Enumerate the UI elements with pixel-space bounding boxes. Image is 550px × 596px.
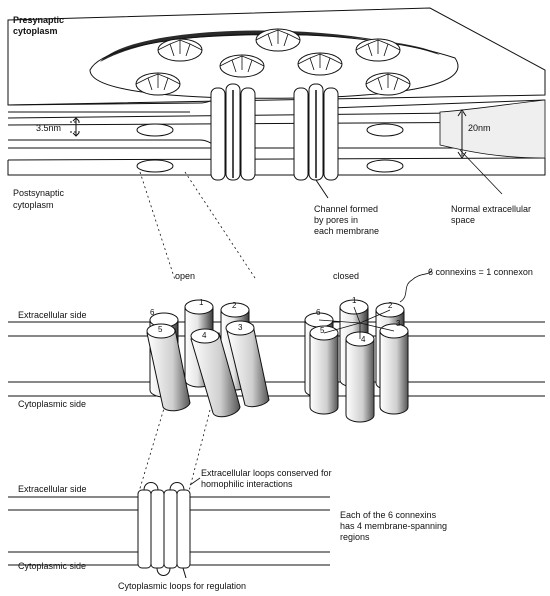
closed-subunit-3: 3 <box>396 319 401 328</box>
closed-connexon: 1 2 3 4 5 6 <box>304 296 409 423</box>
middle-membranes <box>8 321 545 397</box>
connexin-transmembrane <box>137 477 201 579</box>
junction-channels <box>210 83 503 199</box>
closed-subunit-1: 1 <box>352 296 357 305</box>
connexon-brace <box>399 269 433 303</box>
ext-loops-label-2: homophilic interactions <box>201 479 293 489</box>
gap-label: 3.5nm <box>36 123 61 133</box>
normal-extracellular-space <box>439 99 546 159</box>
presynaptic-label-2: cytoplasm <box>13 26 58 36</box>
bottom-extracellular-label: Extracellular side <box>18 484 87 494</box>
open-label: open <box>175 271 195 281</box>
closed-subunit-5: 5 <box>320 326 325 335</box>
extracellular-loops <box>143 482 185 491</box>
channel-label-3: each membrane <box>314 226 379 236</box>
open-subunit-4: 4 <box>202 331 207 340</box>
open-connexon: 1 2 3 4 5 6 <box>146 298 270 418</box>
postsynaptic-label-2: cytoplasm <box>13 200 54 210</box>
cyt-loops-label: Cytoplasmic loops for regulation <box>118 581 246 591</box>
closed-subunit-4: 4 <box>361 335 366 344</box>
channel-label-2: by pores in <box>314 215 358 225</box>
connexon-tops <box>135 28 411 173</box>
closed-subunit-6: 6 <box>316 308 321 317</box>
postsynaptic-label-1: Postsynaptic <box>13 188 65 198</box>
open-subunit-2: 2 <box>232 301 237 310</box>
each-connexin-label-2: has 4 membrane-spanning <box>340 521 447 531</box>
normal-space-label-2: space <box>451 215 475 225</box>
connexon-label: 6 connexins = 1 connexon <box>428 267 533 277</box>
open-subunit-3: 3 <box>238 323 243 332</box>
closed-label: closed <box>333 271 359 281</box>
presynaptic-membrane-top <box>7 7 546 106</box>
ext-loops-label-1: Extracellular loops conserved for <box>201 468 332 478</box>
each-connexin-label-1: Each of the 6 connexins <box>340 510 437 520</box>
channel-label-1: Channel formed <box>314 204 378 214</box>
middle-extracellular-label: Extracellular side <box>18 310 87 320</box>
zoom-lines <box>137 171 256 496</box>
space-label: 20nm <box>468 123 491 133</box>
normal-space-label-1: Normal extracellular <box>451 204 531 214</box>
cytoplasmic-loops <box>156 567 171 576</box>
open-subunit-5: 5 <box>158 325 163 334</box>
presynaptic-label-1: Presynaptic <box>13 15 64 25</box>
labels: Presynaptic cytoplasm 3.5nm 20nm Postsyn… <box>13 15 533 591</box>
open-subunit-6: 6 <box>150 308 155 317</box>
closed-subunit-2: 2 <box>388 301 393 310</box>
middle-cytoplasmic-label: Cytoplasmic side <box>18 399 86 409</box>
bottom-cytoplasmic-label: Cytoplasmic side <box>18 561 86 571</box>
open-subunit-1: 1 <box>199 298 204 307</box>
each-connexin-label-3: regions <box>340 532 370 542</box>
